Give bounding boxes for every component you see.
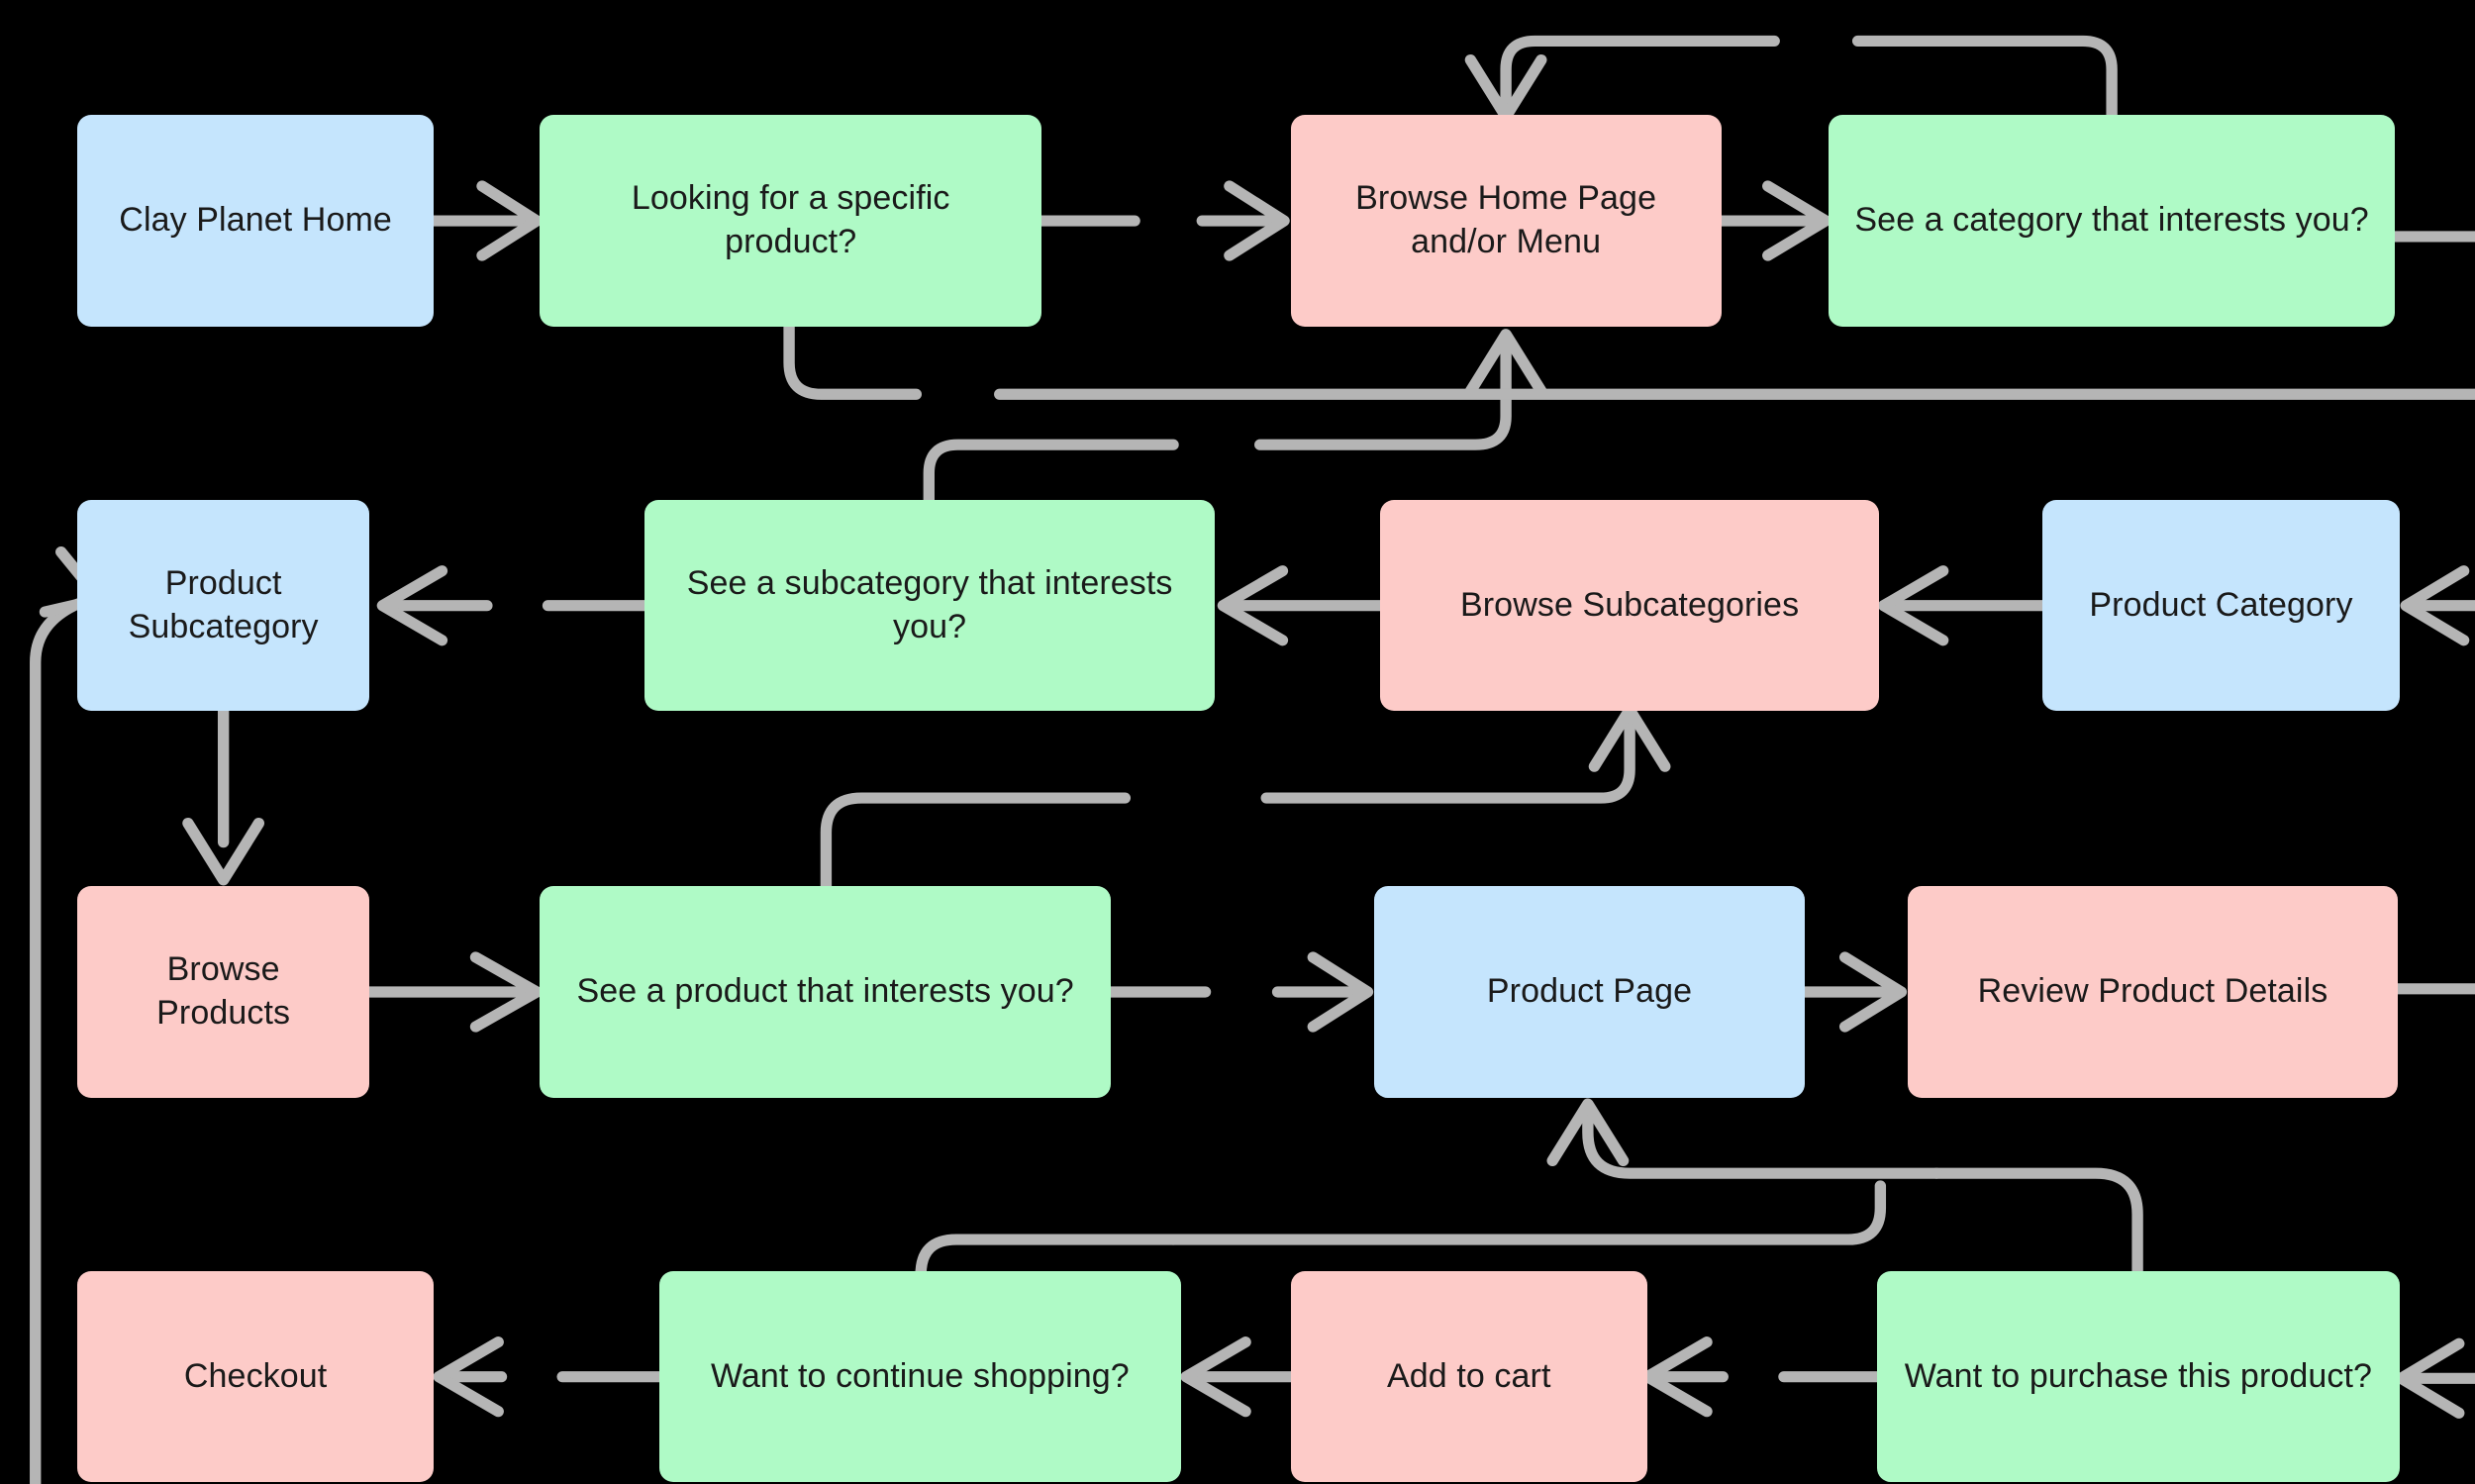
edge-want-purchase-to-product-page bbox=[1546, 1098, 2143, 1277]
node-label: Browse Home Page and/or Menu bbox=[1355, 179, 1657, 260]
edge-home-to-looking bbox=[428, 180, 543, 261]
edge-browse-subcategories-to-see-subcategory bbox=[1217, 565, 1387, 646]
node-review-product-details[interactable]: Review Product Details bbox=[1907, 886, 2399, 1098]
edge-see-product-to-product-page bbox=[1105, 951, 1374, 1033]
edge-see-category-back-to-browse-home bbox=[1464, 35, 2118, 123]
node-label: Looking for a specific product? bbox=[631, 179, 950, 260]
edge-product-category-to-browse-subcategories bbox=[1877, 565, 2048, 646]
node-label: Product Page bbox=[1486, 972, 1693, 1011]
node-label: Add to cart bbox=[1386, 1356, 1551, 1395]
node-want-continue-shopping[interactable]: Want to continue shopping? bbox=[658, 1270, 1182, 1483]
node-clay-planet-home[interactable]: Clay Planet Home bbox=[76, 115, 435, 327]
node-label: Browse Subcategories bbox=[1459, 585, 1800, 624]
edge-see-subcategory-to-product-subcategory bbox=[376, 565, 650, 646]
node-label: Review Product Details bbox=[1977, 972, 2328, 1011]
node-label: See a subcategory that interests you? bbox=[686, 564, 1173, 645]
edge-looking-to-browse-home bbox=[1036, 180, 1290, 261]
node-see-category[interactable]: See a category that interests you? bbox=[1829, 115, 2395, 327]
edge-add-to-cart-to-continue-shopping bbox=[1180, 1336, 1297, 1418]
node-label: Want to continue shopping? bbox=[710, 1356, 1130, 1395]
edge-product-subcategory-to-browse-products bbox=[182, 705, 265, 886]
node-label: Product Category bbox=[2089, 585, 2353, 624]
edge-see-category-to-product-category bbox=[2389, 231, 2475, 646]
edge-looking-to-browse-subcategories bbox=[783, 321, 2475, 400]
node-browse-subcategories[interactable]: Browse Subcategories bbox=[1380, 499, 1879, 712]
node-label: Browse Products bbox=[156, 950, 291, 1032]
node-label: Product Subcategory bbox=[128, 564, 319, 645]
edge-want-purchase-to-add-to-cart bbox=[1641, 1336, 1883, 1418]
edge-product-page-to-review bbox=[1799, 951, 1908, 1033]
node-label: See a product that interests you? bbox=[576, 972, 1074, 1011]
node-product-page[interactable]: Product Page bbox=[1373, 886, 1806, 1098]
node-label: Clay Planet Home bbox=[119, 201, 392, 240]
node-label: Want to purchase this product? bbox=[1904, 1356, 2373, 1395]
node-label: See a category that interests you? bbox=[1854, 201, 2369, 240]
node-browse-home-menu[interactable]: Browse Home Page and/or Menu bbox=[1290, 115, 1722, 327]
edge-browse-products-to-see-product bbox=[363, 951, 543, 1033]
node-checkout[interactable]: Checkout bbox=[76, 1270, 435, 1483]
node-want-purchase[interactable]: Want to purchase this product? bbox=[1877, 1270, 2400, 1483]
node-see-subcategory[interactable]: See a subcategory that interests you? bbox=[644, 499, 1216, 712]
edge-see-product-to-browse-subcategories bbox=[820, 704, 1671, 892]
edge-see-subcategory-to-browse-home bbox=[923, 329, 1547, 506]
node-browse-products[interactable]: Browse Products bbox=[76, 886, 370, 1098]
node-see-product[interactable]: See a product that interests you? bbox=[540, 886, 1111, 1098]
node-add-to-cart[interactable]: Add to cart bbox=[1290, 1270, 1647, 1483]
node-product-category[interactable]: Product Category bbox=[2042, 499, 2400, 712]
node-looking-specific[interactable]: Looking for a specific product? bbox=[540, 115, 1041, 327]
edge-browse-home-to-see-category bbox=[1715, 180, 1832, 261]
edge-review-to-want-purchase bbox=[2392, 983, 2475, 1419]
node-product-subcategory[interactable]: Product Subcategory bbox=[76, 499, 370, 712]
node-label: Checkout bbox=[183, 1356, 328, 1395]
edge-continue-shopping-to-checkout bbox=[433, 1336, 665, 1418]
